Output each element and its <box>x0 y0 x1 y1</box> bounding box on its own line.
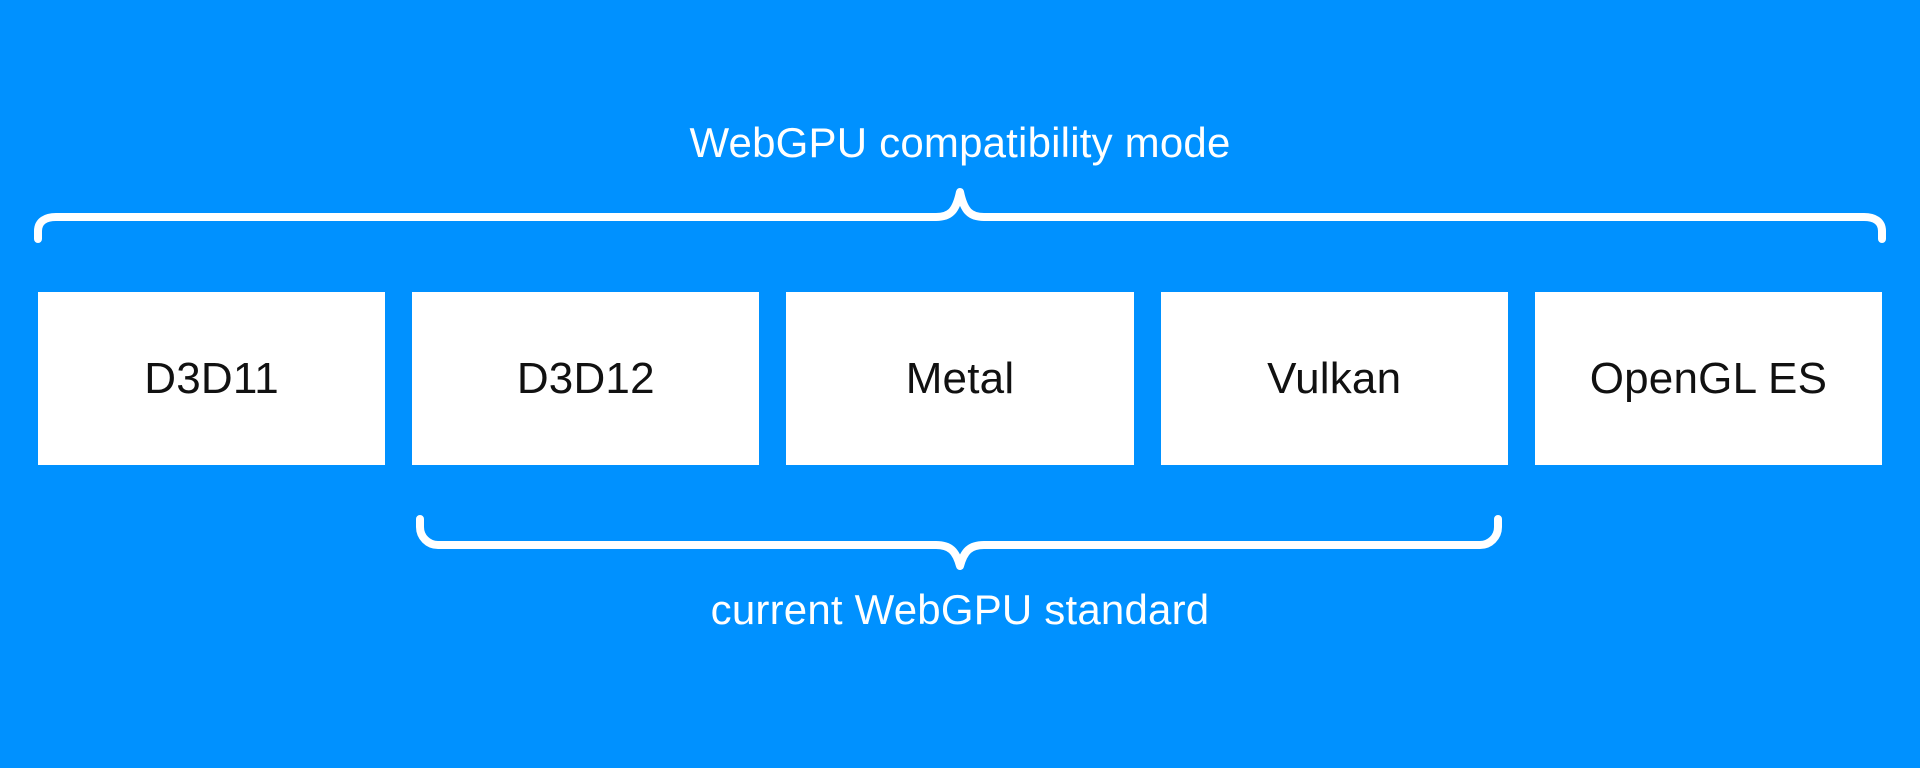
top-group-label: WebGPU compatibility mode <box>689 119 1231 166</box>
api-box-vulkan[interactable]: Vulkan <box>1160 292 1508 465</box>
api-box-label: D3D11 <box>144 353 279 403</box>
api-box-row: D3D11 D3D12 Metal Vulkan OpenGL ES <box>38 292 1883 465</box>
api-box-opengl-es[interactable]: OpenGL ES <box>1534 292 1883 465</box>
api-box-d3d12[interactable]: D3D12 <box>412 292 760 465</box>
api-box-d3d11[interactable]: D3D11 <box>38 292 386 465</box>
bottom-group-label: current WebGPU standard <box>710 586 1210 633</box>
api-box-metal[interactable]: Metal <box>786 292 1134 465</box>
api-box-label: OpenGL ES <box>1589 353 1828 403</box>
api-box-label: Metal <box>905 353 1015 403</box>
api-box-label: D3D12 <box>516 353 655 403</box>
api-box-label: Vulkan <box>1267 353 1402 403</box>
